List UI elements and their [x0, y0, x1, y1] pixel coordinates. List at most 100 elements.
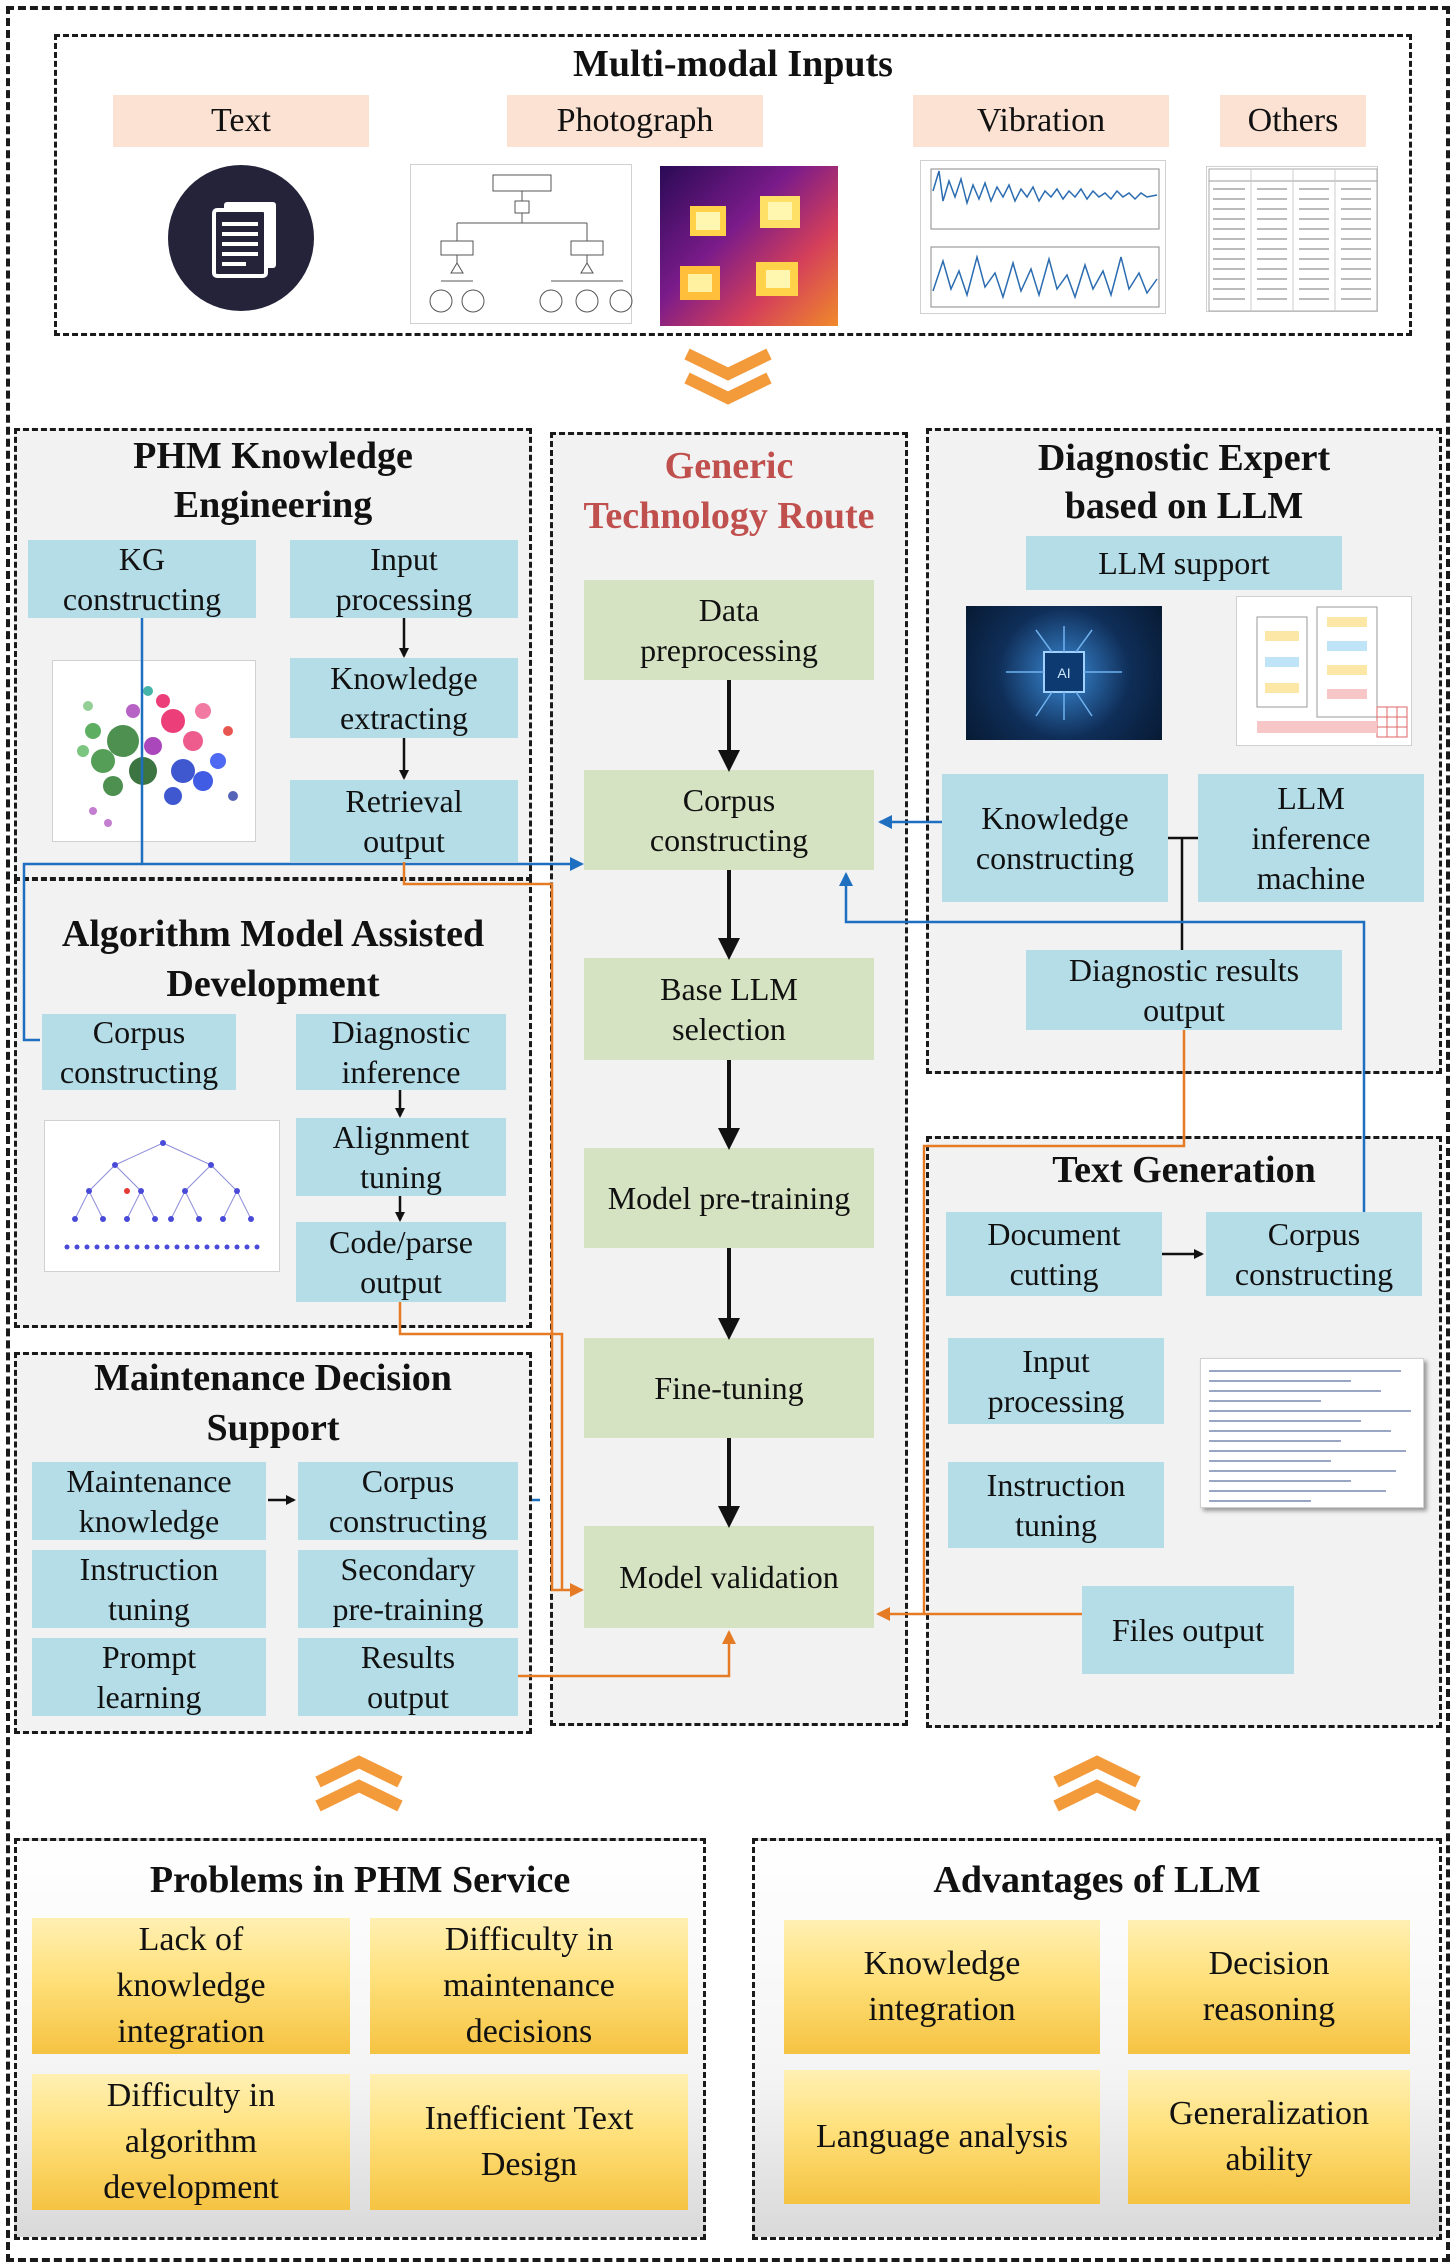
document-cutting-box: Document cutting: [946, 1212, 1162, 1296]
inputs-title: Multi-modal Inputs: [573, 43, 893, 85]
inference-line-2: inference: [1251, 820, 1371, 856]
prompt-line-1: Prompt: [101, 1639, 197, 1675]
results-line-1: Diagnostic results: [1068, 952, 1300, 988]
mds-results-line-1: Results: [360, 1639, 456, 1675]
chevron-up-icon: [1053, 1755, 1141, 1812]
mds-instruction-line-2: tuning: [108, 1591, 190, 1627]
kg-line-2: constructing: [62, 581, 222, 617]
algo-title-2: Development: [166, 963, 380, 1005]
route-step-1-line-1: Data: [698, 592, 760, 628]
expert-title-1: Diagnostic Expert: [1037, 437, 1331, 479]
retrieval-line-1: Retrieval: [345, 783, 463, 819]
route-step-1-line-2: preprocessing: [640, 632, 818, 668]
advantage-item: Decision reasoning: [1128, 1920, 1410, 2054]
expert-knowledge-line-1: Knowledge: [981, 800, 1129, 836]
files-output-box: Files output: [1082, 1586, 1294, 1674]
textgen-corpus-line-2: constructing: [1234, 1256, 1394, 1292]
phm-knowledge-title-1: PHM Knowledge: [133, 435, 413, 477]
problem-2-line-2: maintenance: [443, 1967, 615, 2004]
alignment-tuning-box: Alignment tuning: [296, 1118, 506, 1196]
thermal-image: [660, 166, 838, 326]
problem-1-line-1: Lack of: [138, 1921, 244, 1958]
advantage-3-line-1: Language analysis: [815, 2118, 1069, 2155]
algo-corpus-box: Corpus constructing: [42, 1014, 236, 1090]
mds-instruction-box: Instruction tuning: [32, 1550, 266, 1628]
problem-item: Difficulty in maintenance decisions: [370, 1918, 688, 2054]
input-processing-box: Input processing: [290, 540, 518, 618]
mk-line-2: knowledge: [78, 1503, 220, 1539]
route-step-2-line-2: constructing: [649, 822, 809, 858]
textgen-corpus-line-1: Corpus: [1267, 1216, 1361, 1252]
advantage-item: Generalization ability: [1128, 2070, 1410, 2204]
route-step-corpus-constructing: Corpus constructing: [584, 770, 874, 870]
outer-frame: [6, 6, 1450, 2262]
input-line-1: Input: [370, 541, 438, 577]
code-line-1: Code/parse: [329, 1224, 473, 1260]
mk-line-1: Maintenance: [66, 1463, 232, 1499]
route-step-fine-tuning: Fine-tuning: [584, 1338, 874, 1438]
diagnostic-inference-box: Diagnostic inference: [296, 1014, 506, 1090]
advantage-1-line-2: integration: [868, 1991, 1016, 2028]
textgen-instruction-line-2: tuning: [1015, 1507, 1097, 1543]
problem-3-line-3: development: [103, 2169, 279, 2206]
route-step-2-line-1: Corpus: [682, 782, 776, 818]
inference-line-1: LLM: [1277, 780, 1345, 816]
prompt-learning-box: Prompt learning: [32, 1638, 266, 1716]
route-step-3-line-2: selection: [672, 1011, 786, 1047]
extract-line-1: Knowledge: [330, 660, 478, 696]
retrieval-line-2: output: [363, 823, 445, 859]
route-title-2: Technology Route: [583, 495, 875, 537]
mds-title-2: Support: [206, 1407, 340, 1449]
textgen-input-line-1: Input: [1022, 1343, 1090, 1379]
problem-item: Difficulty in algorithm development: [32, 2074, 350, 2210]
mds-results-line-2: output: [367, 1679, 449, 1715]
retrieval-output-box: Retrieval output: [290, 780, 518, 862]
document-image: [168, 164, 314, 312]
problem-4-line-2: Design: [480, 2146, 578, 2183]
extract-line-2: extracting: [340, 700, 468, 736]
advantage-4-line-2: ability: [1225, 2141, 1313, 2178]
code-line-2: output: [360, 1264, 442, 1300]
knowledge-extracting-box: Knowledge extracting: [290, 658, 518, 738]
diag-line-1: Diagnostic: [331, 1014, 471, 1050]
doc-line-2: cutting: [1009, 1256, 1099, 1292]
mds-instruction-line-1: Instruction: [79, 1551, 219, 1587]
others-table-image: [1206, 166, 1378, 312]
knowledge-graph-image: [52, 660, 256, 842]
transformer-architecture-image: [1236, 596, 1412, 746]
textgen-instruction-line-1: Instruction: [986, 1467, 1126, 1503]
input-label-others: Others: [1220, 95, 1366, 147]
vibration-plot-image: [920, 160, 1166, 314]
diagnostic-results-output-box: Diagnostic results output: [1026, 950, 1342, 1030]
problem-2-line-1: Difficulty in: [444, 1921, 614, 1958]
textgen-corpus-box: Corpus constructing: [1206, 1212, 1422, 1296]
route-step-model-validation: Model validation: [584, 1526, 874, 1628]
route-step-base-llm-selection: Base LLM selection: [584, 958, 874, 1060]
results-line-2: output: [1143, 992, 1225, 1028]
kg-line-1: KG: [118, 541, 166, 577]
mds-title-1: Maintenance Decision: [94, 1357, 452, 1399]
algo-corpus-line-2: constructing: [59, 1054, 219, 1090]
algo-title-1: Algorithm Model Assisted: [61, 913, 485, 955]
problem-3-line-1: Difficulty in: [106, 2077, 276, 2114]
problem-1-line-2: knowledge: [116, 1967, 266, 2004]
problems-title: Problems in PHM Service: [149, 1859, 571, 1901]
inputs-panel: [54, 34, 1412, 336]
advantage-item: Knowledge integration: [784, 1920, 1100, 2054]
problem-1-line-3: integration: [117, 2013, 265, 2050]
llm-support-box: LLM support: [1026, 536, 1342, 590]
algo-corpus-line-1: Corpus: [92, 1014, 186, 1050]
fault-tree-image: [410, 164, 633, 324]
maintenance-knowledge-box: Maintenance knowledge: [32, 1462, 266, 1540]
textgen-input-box: Input processing: [948, 1338, 1164, 1424]
secondary-pretraining-box: Secondary pre-training: [298, 1550, 518, 1628]
mds-corpus-line-2: constructing: [328, 1503, 488, 1539]
problem-item: Lack of knowledge integration: [32, 1918, 350, 2054]
problem-item: Inefficient Text Design: [370, 2074, 688, 2210]
results-output-box: Results output: [298, 1638, 518, 1716]
align-line-1: Alignment: [332, 1119, 470, 1155]
input-label-vibration: Vibration: [913, 95, 1169, 147]
advantage-4-line-1: Generalization: [1168, 2095, 1370, 2132]
ai-chip-image: AI: [966, 606, 1162, 740]
advantage-2-line-1: Decision: [1208, 1945, 1330, 1982]
